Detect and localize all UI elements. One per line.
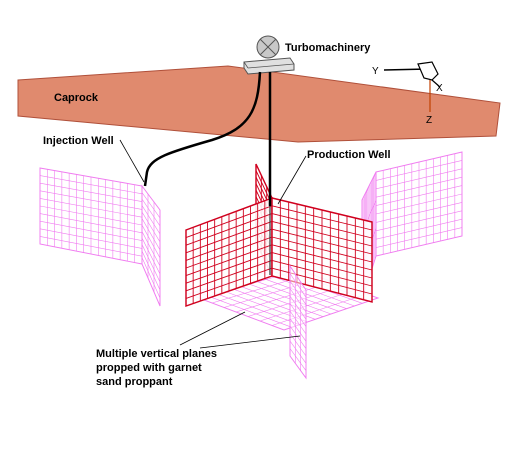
planes-leader-1 [179, 311, 246, 346]
planes-leader-2 [199, 335, 301, 349]
wells [143, 71, 272, 275]
planes-label-line1: Multiple vertical planes [96, 348, 217, 360]
pink-plane-front [289, 264, 307, 380]
injection-well-pipe [143, 71, 262, 187]
red-plane-left [185, 196, 273, 308]
annotations: Injection Well Production Well Multiple … [43, 135, 391, 388]
turbomachinery-label: Turbomachinery [285, 42, 371, 54]
axis-z-label: Z [426, 115, 432, 126]
caprock-label: Caprock [54, 92, 99, 104]
axis-triad: Y X Z [372, 61, 443, 126]
injection-well-label: Injection Well [43, 135, 114, 147]
axis-bracket-icon [417, 61, 439, 81]
turbomachinery-unit: Turbomachinery [243, 35, 371, 75]
fracture-planes-front [289, 264, 307, 380]
planes-label-line2: propped with garnet [96, 362, 202, 374]
injection-leader [119, 139, 145, 183]
pink-plane-left [39, 167, 143, 265]
production-leader [277, 155, 307, 205]
caprock-layer: Caprock [17, 65, 501, 143]
planes-label-line3: sand proppant [96, 376, 173, 388]
pink-plane-left-wing [141, 184, 161, 307]
production-well-label: Production Well [307, 149, 391, 161]
caprock-slab [17, 65, 501, 143]
x-axis-line [431, 79, 441, 88]
axis-y-label: Y [372, 66, 379, 77]
axis-x-label: X [436, 83, 443, 94]
pink-plane-right [375, 151, 463, 257]
